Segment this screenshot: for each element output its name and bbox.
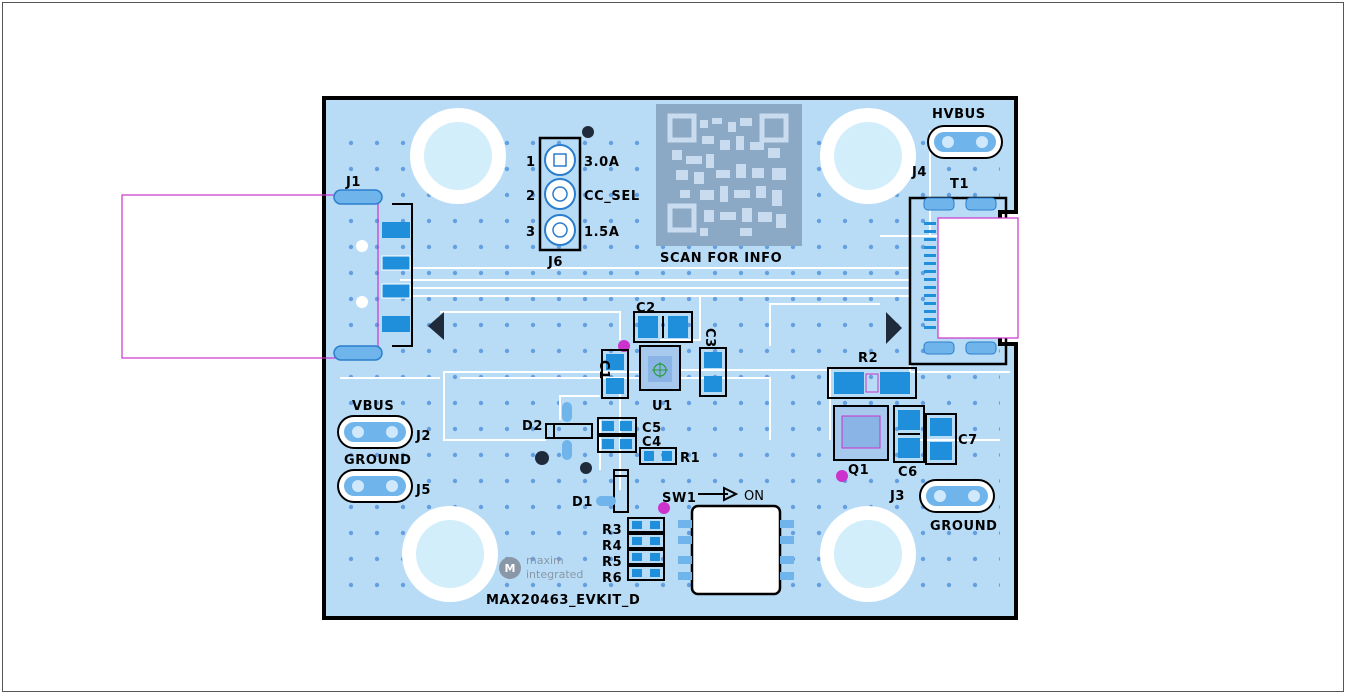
r1-resistor [639,447,677,465]
label-c2: C2 [636,301,656,316]
label-hvbus: HVBUS [932,107,986,122]
logo-line1: maxim [526,554,564,567]
label-r4: R4 [602,539,622,554]
label-ground-j3: GROUND [930,519,998,534]
label-r2: R2 [858,351,878,366]
silkscreen: J1 VBUS J2 GROUND J5 1 2 3 3.0A CC_SEL 1… [344,107,998,608]
label-sw1: SW1 [662,491,697,506]
d1-diode [596,469,629,513]
label-1-5a: 1.5A [584,225,620,240]
j1-pad-bottom [333,345,383,361]
label-j6-pin1: 1 [526,155,536,170]
label-3a: 3.0A [584,155,620,170]
label-j3: J3 [889,489,905,504]
logo-line2: integrated [526,568,583,581]
label-vbus: VBUS [352,399,394,414]
label-j6-pin2: 2 [526,189,536,204]
label-j6-pin3: 3 [526,225,536,240]
c6-c7-caps [893,405,957,465]
j1-contacts [356,203,444,347]
c2-cap [633,311,693,343]
label-c7: C7 [958,433,978,448]
label-u1: U1 [652,399,673,414]
sw1-switch [658,486,794,596]
label-c3: C3 [702,328,717,348]
traces [340,130,1010,490]
j3-pad [919,479,995,513]
label-r1: R1 [680,451,700,466]
label-q1: Q1 [848,463,869,478]
j5-pad [337,469,413,503]
c3-cap [699,347,727,397]
label-c5: C5 [642,421,662,436]
label-c1: C1 [596,360,611,380]
r3-r6-array [627,517,665,581]
label-ground-j5: GROUND [344,453,412,468]
mounting-holes [402,108,916,602]
label-c4: C4 [642,435,662,450]
label-board-name: MAX20463_EVKIT_D [486,593,640,608]
j1-outline [121,194,379,359]
label-cc-sel: CC_SEL [584,189,640,204]
label-j1: J1 [345,175,361,190]
label-j2: J2 [415,429,431,444]
label-r6: R6 [602,571,622,586]
qr-caption: SCAN FOR INFO [660,251,782,266]
label-j4: J4 [911,165,927,180]
c1-cap [601,349,629,399]
label-j6: J6 [547,255,563,270]
q1-mosfet [833,405,889,482]
d2-diode [535,402,593,474]
logo-mark: M [505,562,516,575]
label-d1: D1 [572,495,593,510]
label-d2: D2 [522,419,543,434]
label-sw1-on: ON [744,489,764,504]
r2-resistor [827,367,917,399]
label-j5: J5 [415,483,431,498]
qr-code [656,104,802,246]
c5-c4-caps [597,417,637,453]
label-c6: C6 [898,465,918,480]
maxim-logo: M maxim integrated [499,554,583,581]
j4-pad [927,125,1003,159]
j1-pad-top [333,189,383,205]
t1-connector [886,196,1019,366]
label-r3: R3 [602,523,622,538]
label-r5: R5 [602,555,622,570]
label-t1: T1 [950,177,969,192]
j2-pad [337,415,413,449]
j6-header [538,126,594,252]
